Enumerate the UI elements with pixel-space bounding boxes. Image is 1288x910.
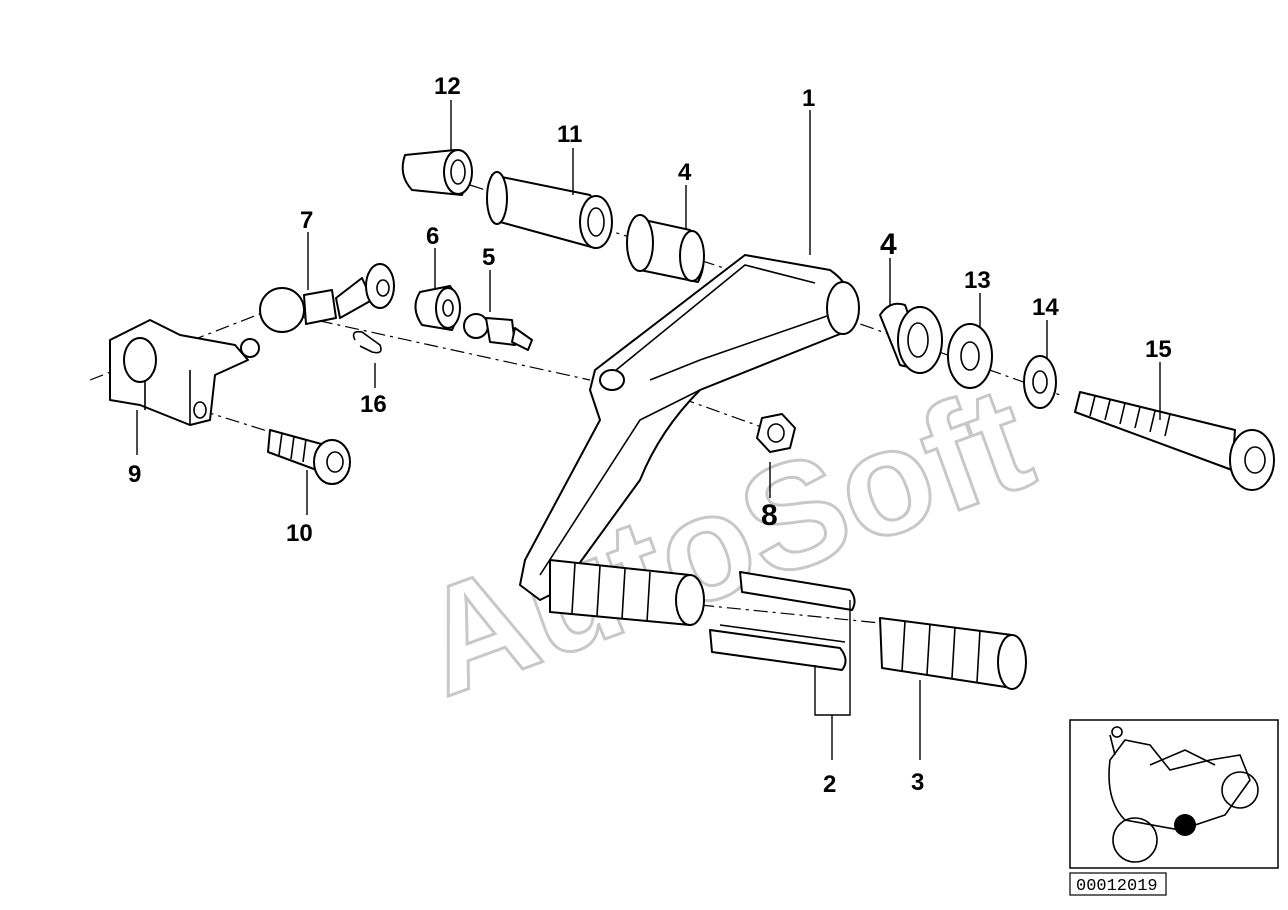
motorcycle-locator-inset bbox=[1069, 719, 1279, 869]
diagram-id: 00012019 bbox=[1076, 877, 1158, 896]
callout-1: 1 bbox=[802, 85, 815, 112]
bush-part-4-upper[interactable] bbox=[626, 214, 705, 283]
callout-12: 12 bbox=[434, 73, 461, 100]
axis-line-nut bbox=[629, 379, 771, 431]
motorcycle-outline-icon bbox=[1108, 726, 1259, 863]
callout-10: 10 bbox=[286, 520, 313, 547]
callout-3: 3 bbox=[911, 769, 924, 796]
callout-15: 15 bbox=[1145, 336, 1172, 363]
spacer-part-6[interactable] bbox=[414, 285, 461, 331]
clip-part-16[interactable] bbox=[352, 330, 382, 354]
callout-5: 5 bbox=[482, 244, 495, 271]
bush-part-4-right[interactable] bbox=[879, 302, 943, 374]
callout-4-upper: 4 bbox=[678, 159, 692, 186]
footpeg-rubber-part-3[interactable] bbox=[879, 617, 1027, 690]
bolt-part-10[interactable] bbox=[267, 429, 351, 485]
callout-9: 9 bbox=[128, 461, 141, 488]
washer-part-14[interactable] bbox=[1023, 355, 1057, 409]
axis-line-footpeg bbox=[699, 604, 901, 626]
location-marker-icon bbox=[1174, 814, 1196, 836]
diagram-id-box: 00012019 bbox=[1069, 872, 1167, 896]
callout-4-right: 4 bbox=[880, 228, 897, 261]
nut-part-8[interactable] bbox=[756, 413, 796, 453]
callout-16: 16 bbox=[360, 391, 387, 418]
ball-stud-part-5[interactable] bbox=[463, 313, 533, 351]
callout-14: 14 bbox=[1032, 294, 1059, 321]
axis-line-bolt bbox=[199, 409, 281, 436]
shift-arm-part-9[interactable] bbox=[109, 319, 260, 426]
rubber-halves-part-2[interactable] bbox=[709, 571, 856, 671]
callout-6: 6 bbox=[426, 223, 439, 250]
footpeg-rubber-mounted[interactable] bbox=[549, 559, 705, 626]
callout-13: 13 bbox=[964, 267, 991, 294]
callout-7: 7 bbox=[300, 207, 313, 234]
linkage-rod-part-7[interactable] bbox=[259, 263, 395, 333]
sleeve-part-11[interactable] bbox=[486, 171, 613, 249]
callout-2: 2 bbox=[823, 771, 836, 798]
washer-part-13[interactable] bbox=[947, 323, 993, 389]
leader-lines bbox=[136, 100, 1161, 760]
callout-8: 8 bbox=[761, 499, 778, 532]
bush-part-12[interactable] bbox=[401, 149, 473, 196]
callout-11: 11 bbox=[557, 121, 582, 148]
bolt-part-15[interactable] bbox=[1074, 391, 1275, 491]
